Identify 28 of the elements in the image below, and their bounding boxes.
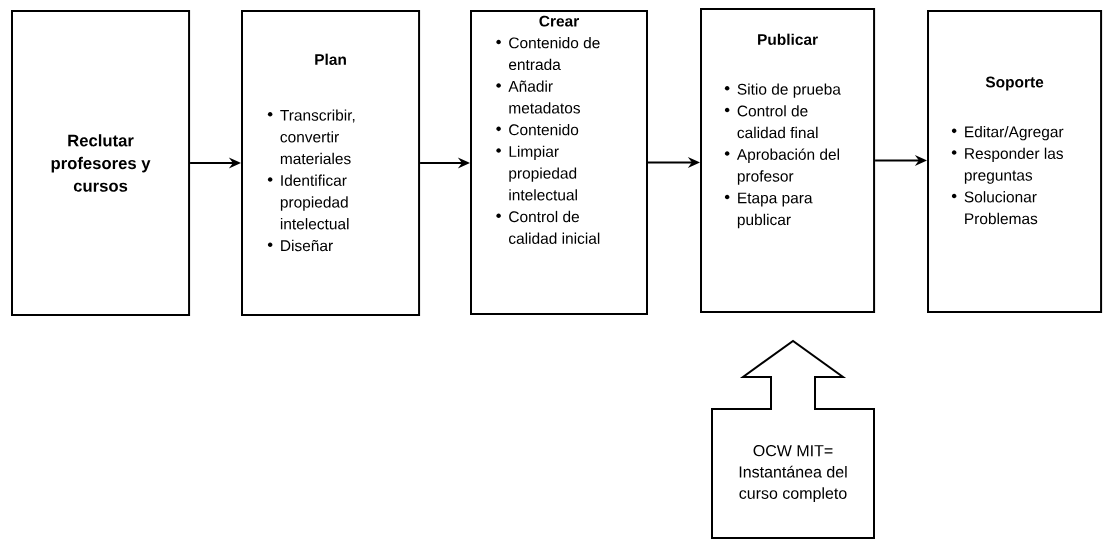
bullet-item: Contenido de entrada [496,37,600,71]
process-box [470,10,648,315]
bullet-item: Solucionar Problemas [951,191,1038,225]
bullet-item: Contenido [496,123,579,136]
process-box [927,10,1103,314]
box-text: OCW MIT= Instantánea del curso completo [739,444,847,503]
bullet-item: Control de calidad final [724,105,818,139]
box-heading: Plan [315,53,346,65]
bullet-item: Identificar propiedad intelectual [267,174,349,230]
bullet-item: Aprobación del profesor [724,148,839,185]
process-box [700,8,876,313]
bullet-item: Limpiar propiedad intelectual [496,145,577,201]
process-box [11,10,191,316]
bullet-item: Responder las preguntas [951,147,1063,184]
process-box [711,408,875,539]
bullet-item: Añadir metadatos [496,80,580,114]
bullet-item: Sitio de prueba [724,83,841,98]
bullet-item: Editar/Agregar [951,125,1064,141]
box-heading: Crear [539,15,579,27]
bullet-item: Etapa para publicar [724,192,813,229]
box-heading: Reclutar profesores y cursos [51,134,151,192]
process-box [241,10,421,316]
box-heading: Soporte [985,76,1044,91]
block-arrow [739,339,847,411]
bullet-item: Transcribir, convertir materiales [267,109,355,165]
bullet-item: Diseñar [267,239,333,252]
bullet-item: Control de calidad inicial [496,210,600,244]
box-heading: Publicar [758,33,818,45]
